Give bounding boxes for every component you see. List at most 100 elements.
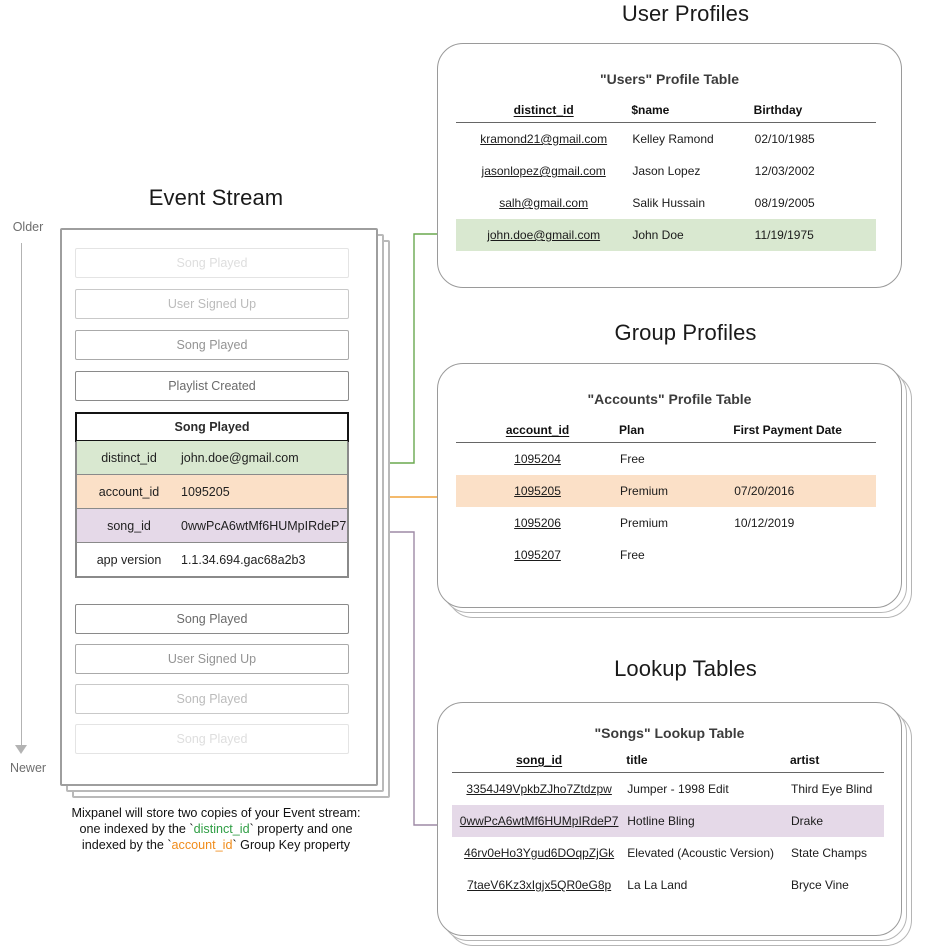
row-cell: 08/19/2005 xyxy=(754,196,815,210)
row-cell xyxy=(733,539,876,571)
row-cell: Bryce Vine xyxy=(790,878,849,892)
row-id-cell: 1095205 xyxy=(456,475,619,507)
songs-table-title: "Songs" Lookup Table xyxy=(594,725,745,741)
event-property-row: song_id 0wwPcA6wtMf6HUMpIRdeP7 xyxy=(76,509,348,543)
row-id-value: salh@gmail.com xyxy=(499,196,589,210)
row-id-value: 1095207 xyxy=(514,548,561,562)
caption-line-3b: ` Group Key property xyxy=(232,838,351,852)
row-cell: 11/19/1975 xyxy=(754,228,814,242)
column-header: artist xyxy=(789,753,820,767)
users-table-title: "Users" Profile Table xyxy=(599,71,740,87)
event-row[interactable]: Song Played xyxy=(75,684,349,714)
event-property-key: account_id xyxy=(98,484,160,499)
event-row[interactable]: Song Played xyxy=(75,248,349,278)
row-cell: 07/20/2016 xyxy=(734,484,795,498)
caption-line-1: Mixpanel will store two copies of your E… xyxy=(71,806,361,820)
row-id-value: 46rv0eHo3Ygud6DOqpZjGk xyxy=(464,846,615,860)
event-row[interactable]: Playlist Created xyxy=(75,371,349,401)
row-id-cell: 46rv0eHo3Ygud6DOqpZjGk xyxy=(452,837,626,869)
table-row[interactable]: john.doe@gmail.com John Doe 11/19/1975 xyxy=(456,219,876,251)
row-id-value: 7taeV6Kz3xIgjx5QR0eG8p xyxy=(467,878,612,892)
event-property-value: john.doe@gmail.com xyxy=(181,450,299,465)
row-id-cell: john.doe@gmail.com xyxy=(456,219,631,251)
column-header: First Payment Date xyxy=(733,423,842,437)
table-row[interactable]: 1095204 Free xyxy=(456,443,876,475)
row-cell: Premium xyxy=(620,484,669,498)
lookup-tables-heading: Lookup Tables xyxy=(614,656,757,681)
table-row[interactable]: 1095205 Premium 07/20/2016 xyxy=(456,475,876,507)
table-row[interactable]: 1095207 Free xyxy=(456,539,876,571)
row-cell: Salik Hussain xyxy=(632,196,706,210)
row-cell: State Champs xyxy=(790,846,868,860)
column-header: distinct_id xyxy=(513,103,574,117)
row-cell: 12/03/2002 xyxy=(754,164,815,178)
row-id-value: jasonlopez@gmail.com xyxy=(481,164,606,178)
row-id-value: 1095205 xyxy=(514,484,561,498)
group-profiles-heading: Group Profiles xyxy=(614,320,757,345)
event-property-key: distinct_id xyxy=(101,450,157,465)
caption-line-2b: ` property and one xyxy=(249,822,353,836)
selected-event-title: Song Played xyxy=(75,412,349,442)
event-row[interactable]: User Signed Up xyxy=(75,644,349,674)
event-property-value: 1095205 xyxy=(181,484,230,499)
event-row[interactable]: Song Played xyxy=(75,724,349,754)
event-property-key: song_id xyxy=(107,518,151,533)
time-axis-arrow-icon xyxy=(15,745,27,754)
header-rule xyxy=(456,122,876,123)
header-rule xyxy=(452,772,884,773)
row-cell: Premium xyxy=(620,516,669,530)
row-id-value: 1095204 xyxy=(514,452,561,466)
event-property-row: distinct_id john.doe@gmail.com xyxy=(76,441,348,475)
diagram-caption: Mixpanel will store two copies of your E… xyxy=(40,805,392,853)
row-cell: Kelley Ramond xyxy=(632,132,714,146)
row-id-value: john.doe@gmail.com xyxy=(487,228,601,242)
table-row[interactable]: jasonlopez@gmail.com Jason Lopez 12/03/200… xyxy=(456,155,876,187)
row-id-cell: 0wwPcA6wtMf6HUMpIRdeP7 xyxy=(452,805,626,837)
event-row[interactable]: User Signed Up xyxy=(75,289,349,319)
axis-label-older: Older xyxy=(12,220,44,234)
table-row[interactable]: 46rv0eHo3Ygud6DOqpZjGk Elevated (Acoustic… xyxy=(452,837,884,869)
time-axis-line xyxy=(21,243,22,747)
row-cell: 02/10/1985 xyxy=(754,132,815,146)
row-cell: Jumper - 1998 Edit xyxy=(627,782,729,796)
event-row[interactable]: Song Played xyxy=(75,604,349,634)
column-header: Birthday xyxy=(753,103,803,117)
row-cell: Free xyxy=(620,548,645,562)
caption-line-3a: indexed by the ` xyxy=(81,838,172,852)
column-header: Plan xyxy=(619,423,645,437)
row-cell xyxy=(733,443,876,475)
column-header: song_id xyxy=(516,753,563,767)
user-profiles-heading: User Profiles xyxy=(621,1,750,26)
row-cell: Drake xyxy=(790,814,823,828)
event-stream-heading: Event Stream xyxy=(148,185,284,210)
row-id-value: 0wwPcA6wtMf6HUMpIRdeP7 xyxy=(459,814,619,828)
row-cell: Hotline Bling xyxy=(627,814,695,828)
row-id-cell: jasonlopez@gmail.com xyxy=(456,155,631,187)
caption-distinct-id-key: distinct_id xyxy=(193,822,250,836)
column-header: title xyxy=(626,753,648,767)
row-cell: Elevated (Acoustic Version) xyxy=(627,846,775,860)
event-row[interactable]: Song Played xyxy=(75,330,349,360)
row-id-cell: 1095204 xyxy=(456,443,619,475)
axis-label-newer: Newer xyxy=(9,761,47,775)
event-property-value: 0wwPcA6wtMf6HUMpIRdeP7 xyxy=(181,518,347,533)
row-id-cell: kramond21@gmail.com xyxy=(456,123,631,155)
songs-lookup-panel: "Songs" Lookup Table song_id title artist 3… xyxy=(437,702,902,936)
row-id-cell: 3354J49VpkbZJho7Ztdzpw xyxy=(452,773,626,805)
selected-event-card[interactable]: Song Played distinct_id john.doe@gmail.co… xyxy=(75,412,349,578)
row-cell: Free xyxy=(620,452,645,466)
table-row[interactable]: salh@gmail.com Salik Hussain 08/19/2005 xyxy=(456,187,876,219)
table-row[interactable]: 0wwPcA6wtMf6HUMpIRdeP7 Hotline Bling Drake xyxy=(452,805,884,837)
row-cell: Jason Lopez xyxy=(632,164,701,178)
row-cell: John Doe xyxy=(632,228,684,242)
row-id-value: 1095206 xyxy=(514,516,561,530)
